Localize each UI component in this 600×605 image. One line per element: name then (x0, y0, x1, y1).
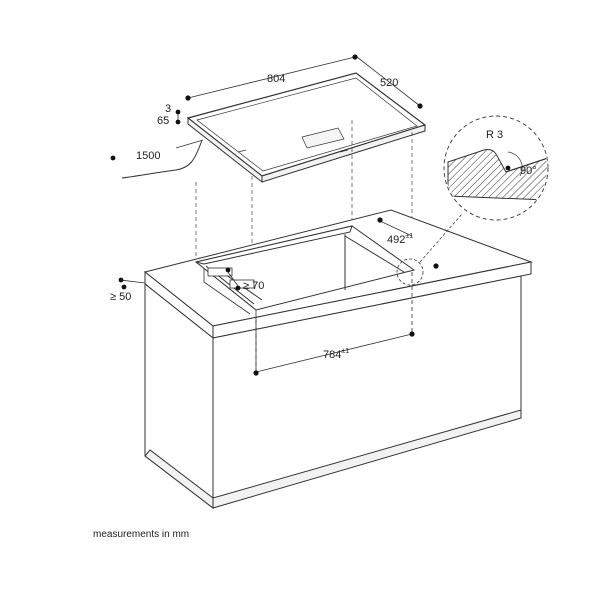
cutout-depth-value: 492 (387, 234, 405, 246)
detail-marker (396, 258, 424, 286)
power-cable (121, 139, 203, 179)
dimension-dots (110, 54, 423, 161)
cutout-depth-label: 492±1 (387, 233, 413, 246)
width-label: 804 (267, 73, 285, 85)
edge-distance-label: ≥ 50 (110, 291, 131, 303)
units-caption: measurements in mm (93, 529, 189, 540)
cutout-width-label: 784±1 (323, 348, 349, 361)
angle-label: 90° (520, 165, 537, 177)
thickness-top-label: 3 (165, 103, 171, 115)
labels: 804 520 3 65 1500 492±1 ≥ 70 ≥ 50 784±1 … (93, 73, 537, 540)
cable-length-label: 1500 (136, 150, 160, 162)
detail-view (443, 115, 549, 221)
cutout-depth-tolerance: ±1 (405, 233, 413, 240)
cooktop (186, 72, 427, 184)
min-clearance-label: ≥ 70 (243, 280, 264, 292)
detail-leader (419, 213, 463, 263)
cutout-dimensions (119, 219, 413, 374)
cutout (194, 225, 416, 315)
radius-label: R 3 (486, 129, 503, 141)
cutout-width-tolerance: ±1 (341, 348, 349, 355)
depth-label: 520 (380, 77, 398, 89)
cutout-width-value: 784 (323, 349, 341, 361)
cutout-dots (118, 217, 439, 376)
thickness-total-label: 65 (157, 115, 169, 127)
